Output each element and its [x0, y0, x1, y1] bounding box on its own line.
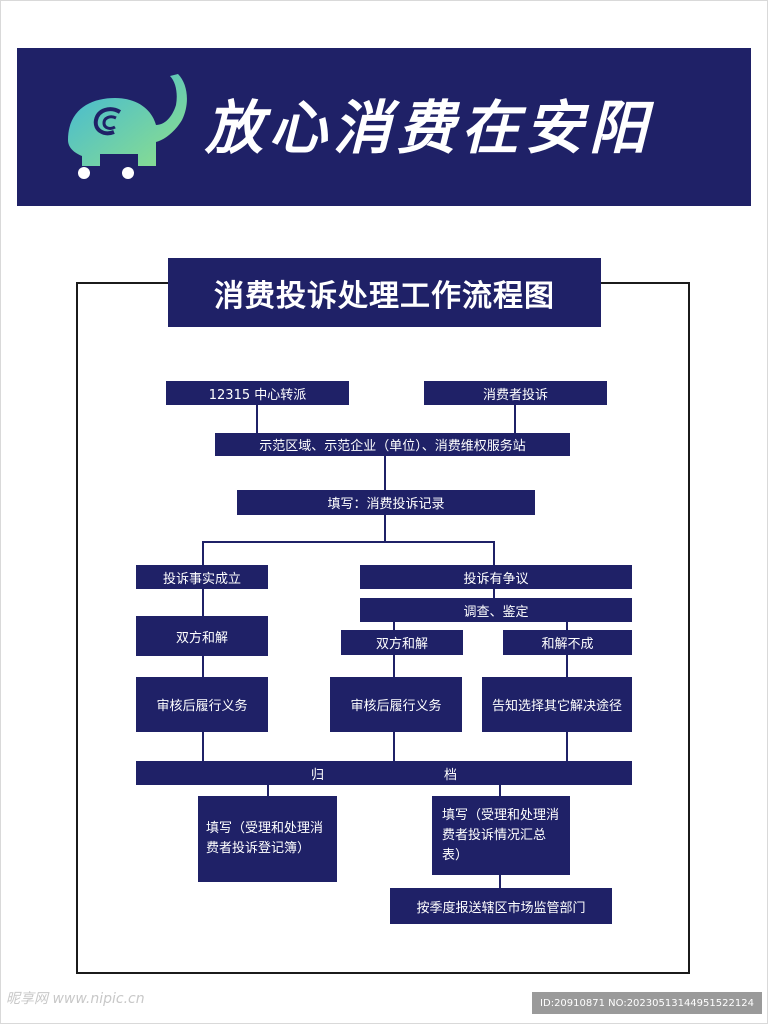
node-fill-register: 填写（受理和处理消费者投诉登记簿） — [198, 796, 337, 882]
node-disputed: 投诉有争议 — [360, 565, 632, 589]
node-investigation: 调查、鉴定 — [360, 598, 632, 622]
connector — [384, 455, 386, 490]
node-settlement-failed: 和解不成 — [503, 630, 632, 655]
connector — [384, 514, 386, 542]
node-demo-sites: 示范区域、示范企业（单位）、消费维权服务站 — [215, 433, 570, 456]
node-archive: 归 档 — [136, 761, 632, 785]
node-other-paths: 告知选择其它解决途径 — [482, 677, 632, 732]
node-fill-record: 填写：消费投诉记录 — [237, 490, 535, 515]
node-center-transfer: 12315 中心转派 — [166, 381, 349, 405]
elephant-logo-icon — [68, 74, 187, 179]
node-fact-established: 投诉事实成立 — [136, 565, 268, 589]
connector — [493, 588, 495, 598]
node-mutual-settlement-left: 双方和解 — [136, 616, 268, 656]
connector — [202, 588, 204, 616]
node-report-quarterly: 按季度报送辖区市场监管部门 — [390, 888, 612, 924]
connector — [393, 621, 395, 630]
archive-label-right: 档 — [444, 767, 458, 783]
connector — [267, 784, 269, 796]
connector — [393, 654, 395, 677]
connector — [202, 541, 494, 543]
connector — [499, 784, 501, 796]
archive-label-left: 归 — [310, 767, 324, 783]
node-fulfill-mid: 审核后履行义务 — [330, 677, 462, 732]
node-consumer-complaint: 消费者投诉 — [424, 381, 607, 405]
node-fulfill-left: 审核后履行义务 — [136, 677, 268, 732]
connector — [566, 654, 568, 677]
connector — [566, 731, 568, 761]
connector — [202, 731, 204, 761]
watermark-id: ID:20910871 NO:20230513144951522124 — [532, 992, 762, 1014]
node-mutual-settlement-mid: 双方和解 — [341, 630, 463, 655]
connector — [514, 404, 516, 434]
connector — [493, 541, 495, 565]
connector — [202, 541, 204, 565]
slogan-text: 放心消费在安阳 — [205, 94, 654, 162]
connector — [256, 404, 258, 434]
connector — [393, 731, 395, 761]
connector — [202, 655, 204, 677]
watermark-site: 昵享网 www.nipic.cn — [6, 991, 145, 1007]
connector — [499, 874, 501, 888]
connector — [566, 621, 568, 630]
page-title: 消费投诉处理工作流程图 — [168, 258, 601, 327]
node-fill-summary: 填写（受理和处理消费者投诉情况汇总表） — [432, 796, 570, 875]
